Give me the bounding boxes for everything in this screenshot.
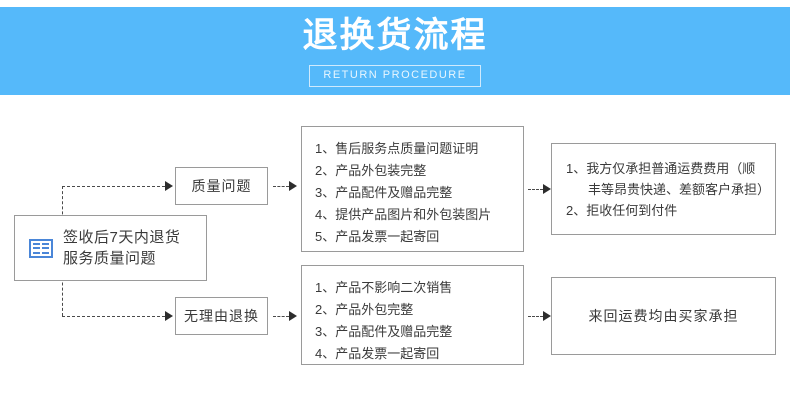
arrowhead-requirements-to-outcome-top [543,184,551,194]
list-item: 4、产品发票一起寄回 [315,346,440,361]
list-item: 1、产品不影响二次销售 [315,280,453,295]
list-item: 2、产品外包完整 [315,302,414,317]
origin-line-1: 签收后7天内退货 [63,229,181,246]
arrowhead-stage-to-requirements-top [289,181,297,191]
page-subtitle: RETURN PROCEDURE [309,65,481,87]
list-item: 3、产品配件及赠品完整 [315,324,453,339]
requirements-list-quality-issue: 1、售后服务点质量问题证明 2、产品外包装完整 3、产品配件及赠品完整 4、提供… [302,127,523,248]
outcome-item-1-continuation: 丰等昂贵快递、差额客户承担） [588,182,771,197]
arrowhead-branch-top [165,181,173,191]
connector-stage-to-requirements-top [273,186,289,187]
list-item: 1、售后服务点质量问题证明 [315,141,479,156]
stage-label-quality-issue: 质量问题 [191,178,252,194]
list-item: 5、产品发票一起寄回 [315,229,440,244]
connector-branch-bottom [62,316,165,317]
header-banner: 退换货流程 RETURN PROCEDURE [0,7,790,95]
connector-requirements-to-outcome-top [528,189,543,190]
origin-policy-text: 签收后7天内退货 服务质量问题 [63,227,180,269]
list-form-icon [29,238,53,258]
subtitle-wrap: RETURN PROCEDURE [0,65,790,87]
requirements-list-no-reason-return: 1、产品不影响二次销售 2、产品外包完整 3、产品配件及赠品完整 4、产品发票一… [302,266,523,365]
connector-branch-top [62,186,165,187]
arrowhead-stage-to-requirements-bottom [289,311,297,321]
origin-policy-box: 签收后7天内退货 服务质量问题 [14,215,207,281]
origin-line-2: 服务质量问题 [63,250,157,267]
outcome-box-no-reason-return: 来回运费均由买家承担 [551,277,776,355]
stage-box-quality-issue: 质量问题 [175,167,268,205]
outcome-box-quality-issue: 1、我方仅承担普通运费费用（顺 丰等昂贵快递、差额客户承担） 2、拒收任何到付件 [551,143,776,235]
list-item: 1、我方仅承担普通运费费用（顺 丰等昂贵快递、差额客户承担） [566,158,775,200]
outcome-text-no-reason-return: 来回运费均由买家承担 [588,308,739,324]
outcome-item-2-main: 2、拒收任何到付件 [566,203,678,218]
list-item: 2、产品外包装完整 [315,163,427,178]
requirements-box-quality-issue: 1、售后服务点质量问题证明 2、产品外包装完整 3、产品配件及赠品完整 4、提供… [301,126,524,252]
connector-stage-to-requirements-bottom [273,316,289,317]
list-item: 2、拒收任何到付件 [566,200,775,221]
requirements-box-no-reason-return: 1、产品不影响二次销售 2、产品外包完整 3、产品配件及赠品完整 4、产品发票一… [301,265,524,365]
connector-requirements-to-outcome-bottom [528,316,543,317]
page-title: 退换货流程 [302,16,488,55]
list-item: 3、产品配件及赠品完整 [315,185,453,200]
outcome-list-quality-issue: 1、我方仅承担普通运费费用（顺 丰等昂贵快递、差额客户承担） 2、拒收任何到付件 [552,144,775,221]
stage-box-no-reason-return: 无理由退换 [175,297,268,335]
list-item: 4、提供产品图片和外包装图片 [315,207,492,222]
outcome-item-1-main: 1、我方仅承担普通运费费用（顺 [566,161,756,176]
arrowhead-requirements-to-outcome-bottom [543,311,551,321]
arrowhead-branch-bottom [165,311,173,321]
stage-label-no-reason-return: 无理由退换 [184,308,259,324]
